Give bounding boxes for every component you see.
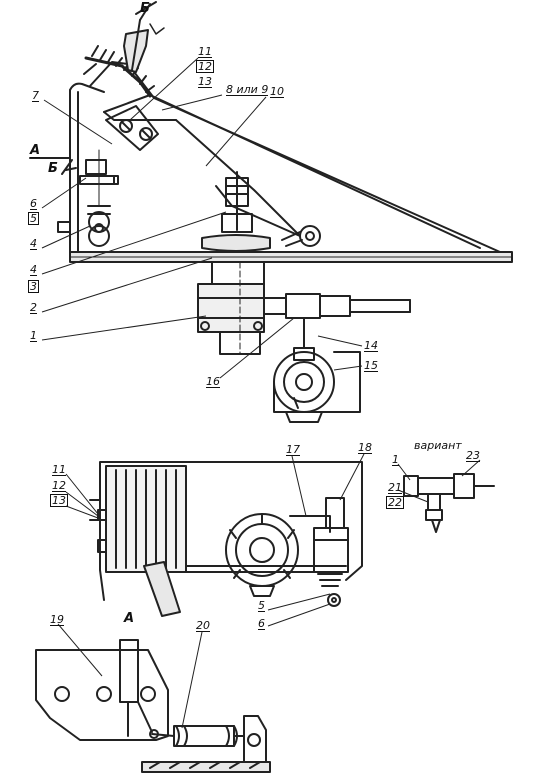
callout-23: 23 — [466, 449, 480, 462]
leader-lines — [41, 57, 481, 729]
lever-handle — [143, 561, 181, 617]
callout-3: 3 — [28, 280, 39, 293]
detail-a-base — [141, 761, 271, 773]
callout-6-top: 6 — [30, 197, 37, 210]
view-arrow-label: Б — [140, 1, 150, 16]
cylinder-right — [313, 497, 349, 607]
detail-a-title: А — [124, 611, 135, 626]
spring-assembly-left — [79, 149, 119, 247]
variant-title: вариант — [414, 439, 462, 452]
callout-14: 14 — [364, 339, 378, 352]
callout-12-top: 12 — [196, 60, 214, 73]
callout-5-mid: 5 — [258, 599, 265, 612]
callout-11-mid: 11 — [52, 463, 66, 476]
callout-11-top: 11 — [198, 45, 212, 58]
callout-21: 21 — [388, 481, 402, 494]
radiator-fins — [97, 465, 187, 573]
callout-4-upper: 4 — [30, 237, 37, 250]
variant-detail — [403, 473, 495, 533]
section-arrow — [29, 157, 77, 175]
hand-knob — [123, 3, 151, 73]
callout-8-or-9: 8 или 9 — [226, 83, 269, 96]
callout-6-mid: 6 — [258, 617, 265, 630]
view-arrow — [135, 1, 165, 35]
callout-19: 19 — [50, 613, 64, 626]
callout-20: 20 — [196, 619, 210, 632]
section-mark-label: А — [30, 143, 41, 158]
callout-1-top: 1 — [30, 329, 37, 342]
callout-5-top: 5 — [28, 212, 39, 225]
callout-13-mid: 13 — [50, 494, 68, 507]
stop-bolt-assembly — [201, 171, 321, 252]
detail-a-plate — [35, 639, 169, 741]
base-plate — [69, 251, 513, 263]
callout-15: 15 — [364, 359, 378, 372]
callout-12-mid: 12 — [52, 479, 66, 492]
callout-10: 10 — [270, 85, 284, 98]
callout-7: 7 — [32, 89, 39, 102]
callout-17: 17 — [286, 443, 300, 456]
servo-unit — [273, 347, 361, 423]
callout-13-top: 13 — [198, 75, 212, 88]
callout-18: 18 — [358, 441, 372, 454]
callout-2: 2 — [30, 301, 37, 314]
rotor-disc — [225, 513, 299, 597]
brake-cylinder — [197, 261, 265, 355]
section-arrow-label: Б — [48, 161, 58, 176]
callout-4-lower: 4 — [30, 263, 37, 276]
detail-a-spring — [149, 715, 267, 763]
callout-16: 16 — [206, 375, 220, 388]
pipe-fitting — [263, 293, 411, 349]
clamp-plate — [105, 105, 159, 151]
callout-1-variant: 1 — [392, 453, 399, 466]
callout-22: 22 — [386, 496, 404, 509]
